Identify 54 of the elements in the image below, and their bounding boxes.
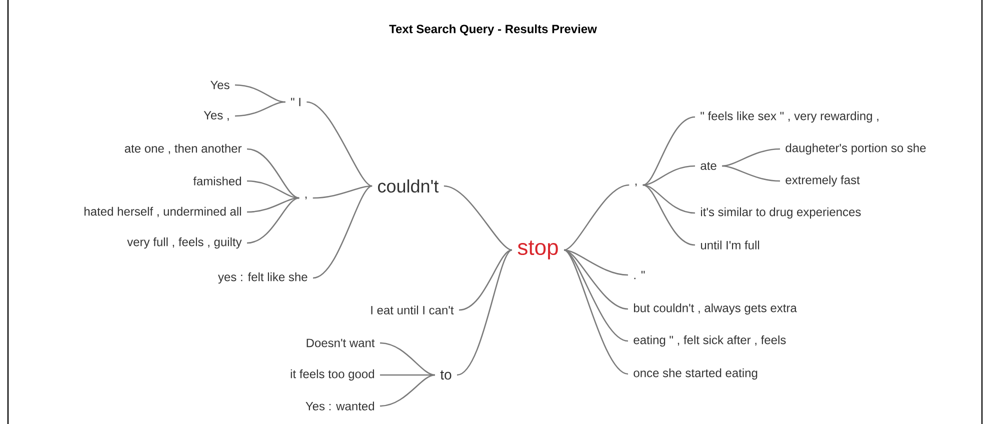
- word-label: ,: [635, 184, 637, 186]
- word-label: hated herself , undermined all: [84, 206, 241, 218]
- connector-curve: [444, 185, 512, 251]
- connector-curve: [246, 180, 300, 199]
- word-label: it feels too good: [290, 369, 374, 381]
- word-label: I eat until I can't: [371, 306, 454, 314]
- word-label: famished: [193, 176, 242, 186]
- connector-curve: [246, 197, 300, 244]
- connector-curve: [642, 116, 696, 186]
- title: Text Search Query - Results Preview: [389, 24, 597, 36]
- connector-curve: [380, 374, 435, 376]
- word-label: ,: [305, 196, 307, 200]
- word-label: stop: [518, 240, 558, 260]
- connector-curve: [458, 249, 512, 311]
- word-label: Yes ,: [204, 111, 229, 121]
- word-label: ate one , then another: [124, 144, 242, 154]
- connector-curve: [642, 184, 696, 214]
- connector-curve: [642, 165, 696, 186]
- word-label: eating " , felt sick after , feels: [634, 335, 786, 347]
- word-label: . ": [634, 270, 645, 280]
- connector-curve: [380, 342, 436, 376]
- word-label: until I'm full: [701, 240, 760, 250]
- word-label: Yes : wanted: [306, 402, 374, 410]
- connector-curve: [642, 184, 696, 246]
- connector-curve: [456, 249, 512, 376]
- connector-curve: [246, 197, 300, 213]
- connector-curve: [246, 148, 300, 199]
- connector-curve: [380, 374, 436, 407]
- connector-curve: [564, 249, 628, 342]
- word-label: Yes: [210, 80, 230, 90]
- word-label: Doesn't want: [306, 338, 375, 348]
- word-label: daugheter's portion so she: [786, 143, 926, 155]
- word-label: to: [440, 370, 452, 380]
- word-label: yes : felt like she: [218, 272, 308, 284]
- connector-curve: [564, 249, 628, 310]
- word-label: very full , feels , guilty: [127, 237, 242, 249]
- connector-curve: [234, 84, 286, 103]
- connector-curve: [234, 101, 286, 117]
- connector-curve: [312, 185, 372, 199]
- connector-curve: [306, 101, 372, 187]
- word-label: couldn't: [378, 179, 439, 193]
- word-label: it's similar to drug experiences: [701, 207, 861, 219]
- connector-curve: [564, 249, 628, 375]
- connector-curve: [564, 249, 628, 276]
- connector-curve: [722, 165, 780, 182]
- word-label: " feels like sex " , very rewarding ,: [700, 111, 878, 123]
- word-label: ate: [700, 162, 716, 170]
- word-label: extremely fast: [786, 175, 860, 187]
- word-label: but couldn't , always gets extra: [634, 303, 797, 315]
- connector-curve: [722, 148, 780, 167]
- word-label: " I: [291, 98, 300, 106]
- word-label: once she started eating: [634, 368, 758, 380]
- connector-curve: [312, 185, 372, 279]
- connector-curve: [564, 184, 630, 251]
